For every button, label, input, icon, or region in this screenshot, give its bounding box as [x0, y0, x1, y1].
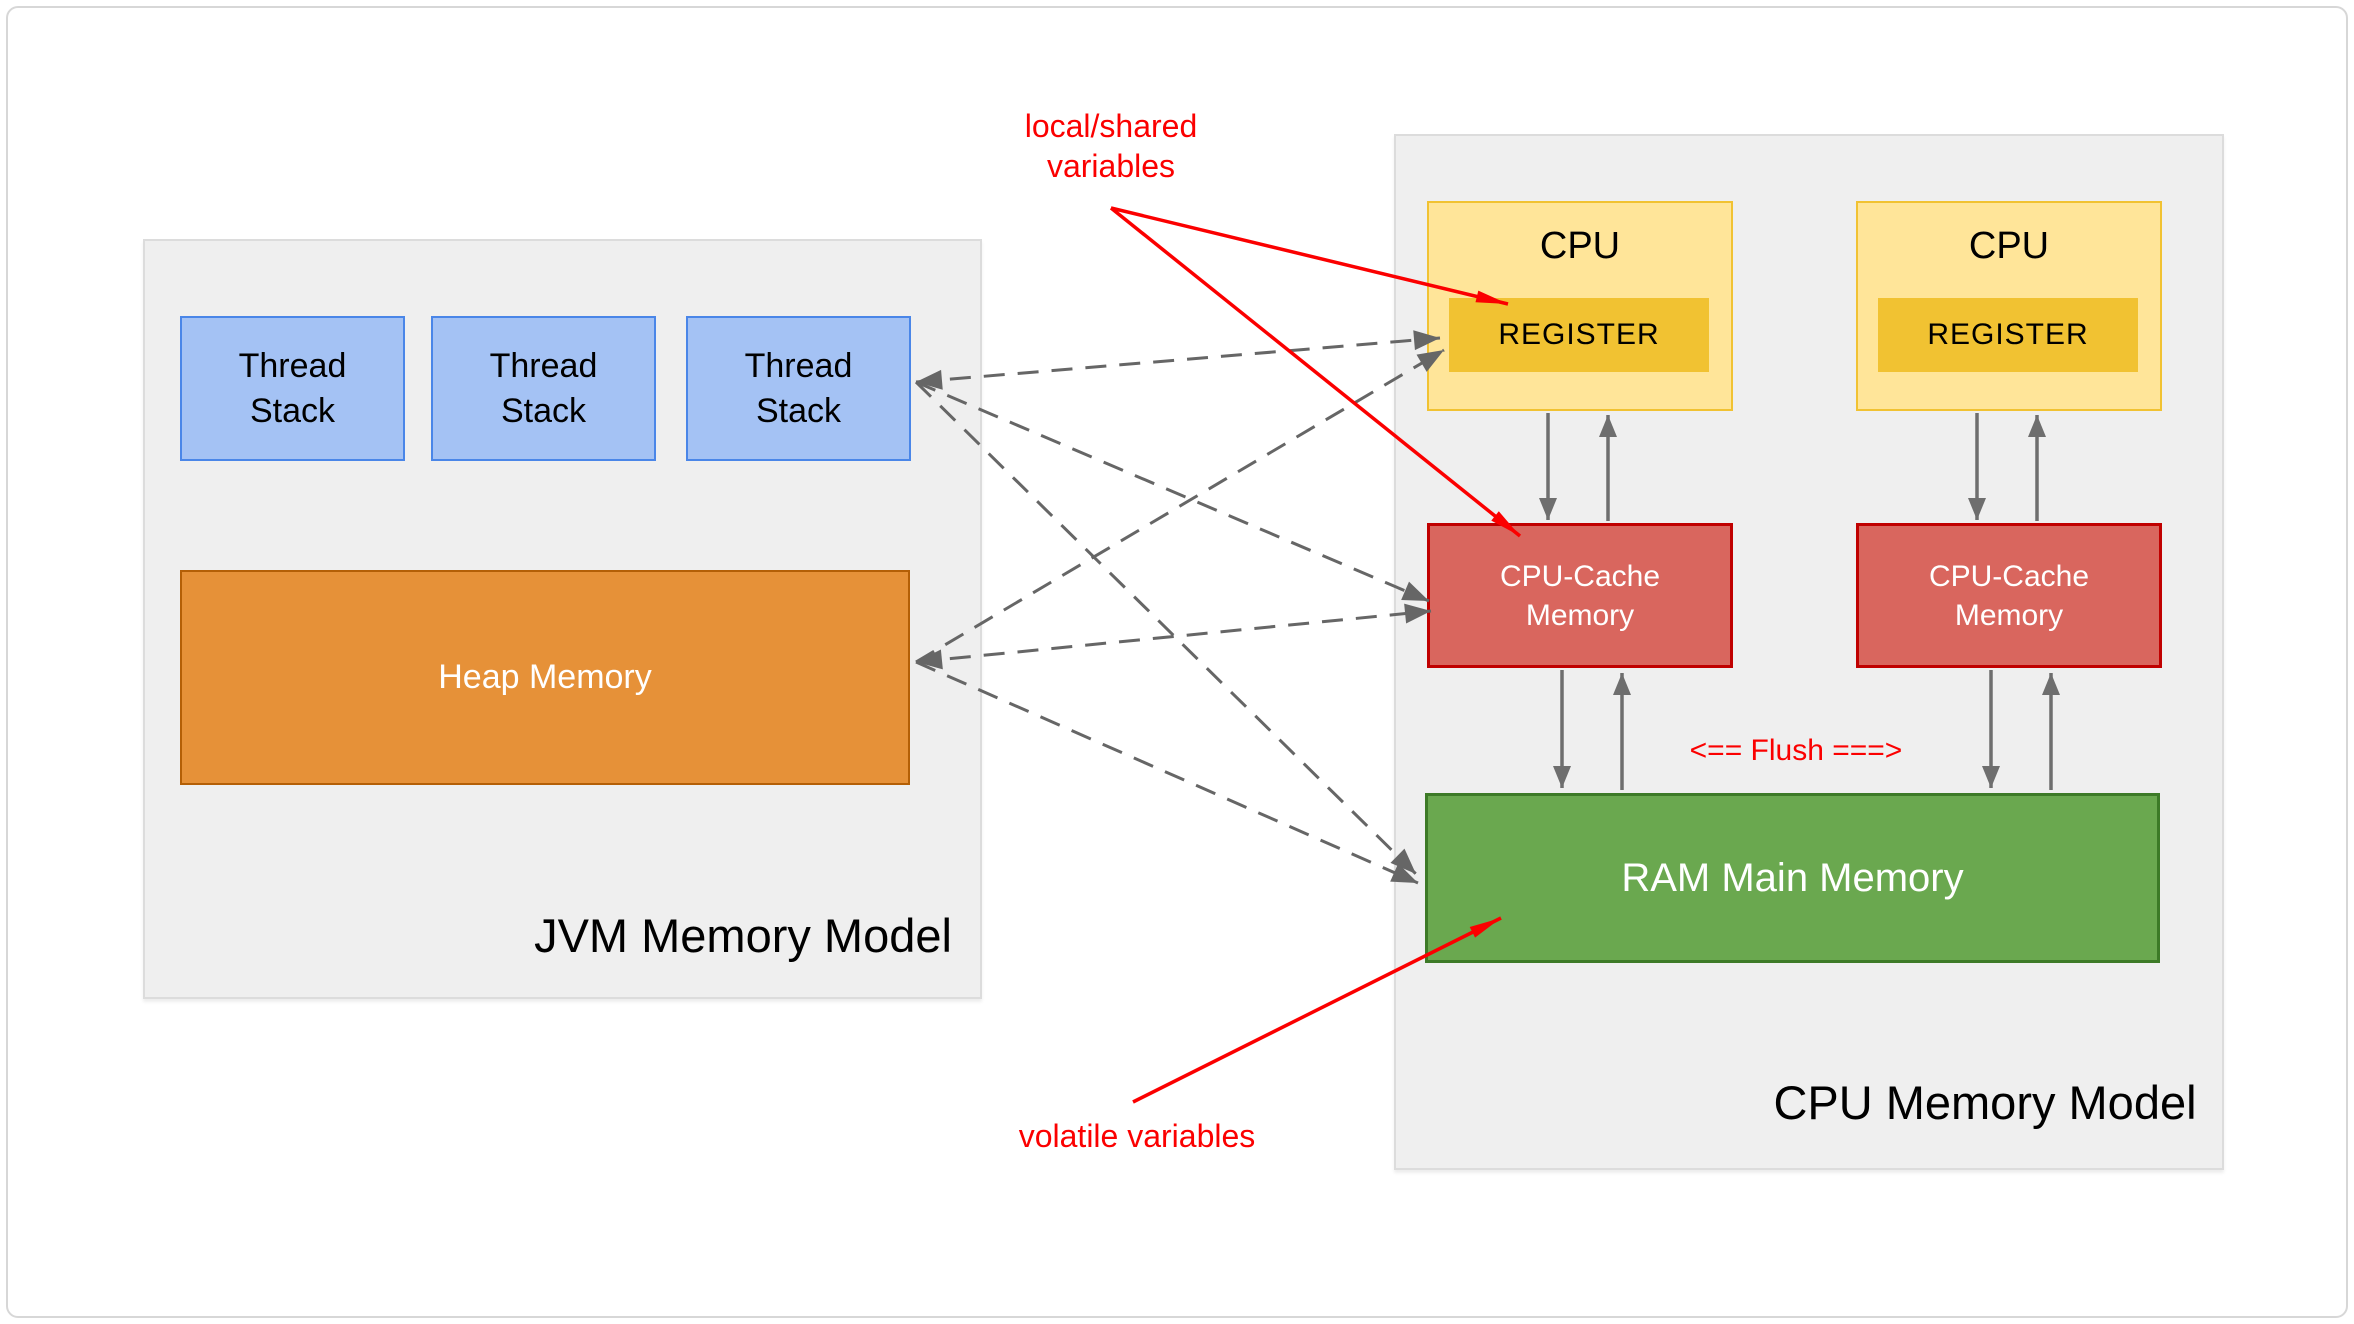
cpu-box-2: CPU REGISTER — [1856, 201, 2162, 411]
cpu-label-2: CPU — [1968, 225, 2050, 267]
dashed-arrow-heap-ram — [915, 660, 1419, 885]
heap-memory-box: Heap Memory — [180, 570, 910, 785]
local-shared-variables-note: local/shared variables — [1024, 108, 1198, 184]
dashed-arrow-threadstack-cache — [915, 380, 1430, 603]
cpu-cache-memory-box-2: CPU-Cache Memory — [1856, 523, 2162, 668]
flush-note: <== Flush ===> — [1689, 734, 1903, 767]
dashed-arrow-heap-cache — [915, 603, 1432, 670]
dashed-arrow-threadstack-ram — [914, 380, 1418, 876]
diagram-canvas: Thread Stack Thread Stack Thread Stack H… — [6, 6, 2348, 1318]
cpu-box-1: CPU REGISTER — [1427, 201, 1733, 411]
cpu-memory-model-title: CPU Memory Model — [1773, 1076, 2197, 1129]
cpu-label-1: CPU — [1539, 225, 1621, 267]
ram-main-memory-box: RAM Main Memory — [1425, 793, 2160, 963]
thread-stack-box-1: Thread Stack — [180, 316, 405, 461]
thread-stack-box-3: Thread Stack — [686, 316, 911, 461]
register-box-2: REGISTER — [1878, 298, 2138, 372]
thread-stack-box-2: Thread Stack — [431, 316, 656, 461]
dashed-arrow-threadstack-register — [915, 330, 1441, 390]
cpu-cache-memory-box-1: CPU-Cache Memory — [1427, 523, 1733, 668]
register-box-1: REGISTER — [1449, 298, 1709, 372]
dashed-arrow-heap-register — [915, 348, 1445, 664]
jvm-memory-model-title: JVM Memory Model — [534, 909, 952, 962]
volatile-variables-note: volatile variables — [1018, 1118, 1256, 1154]
